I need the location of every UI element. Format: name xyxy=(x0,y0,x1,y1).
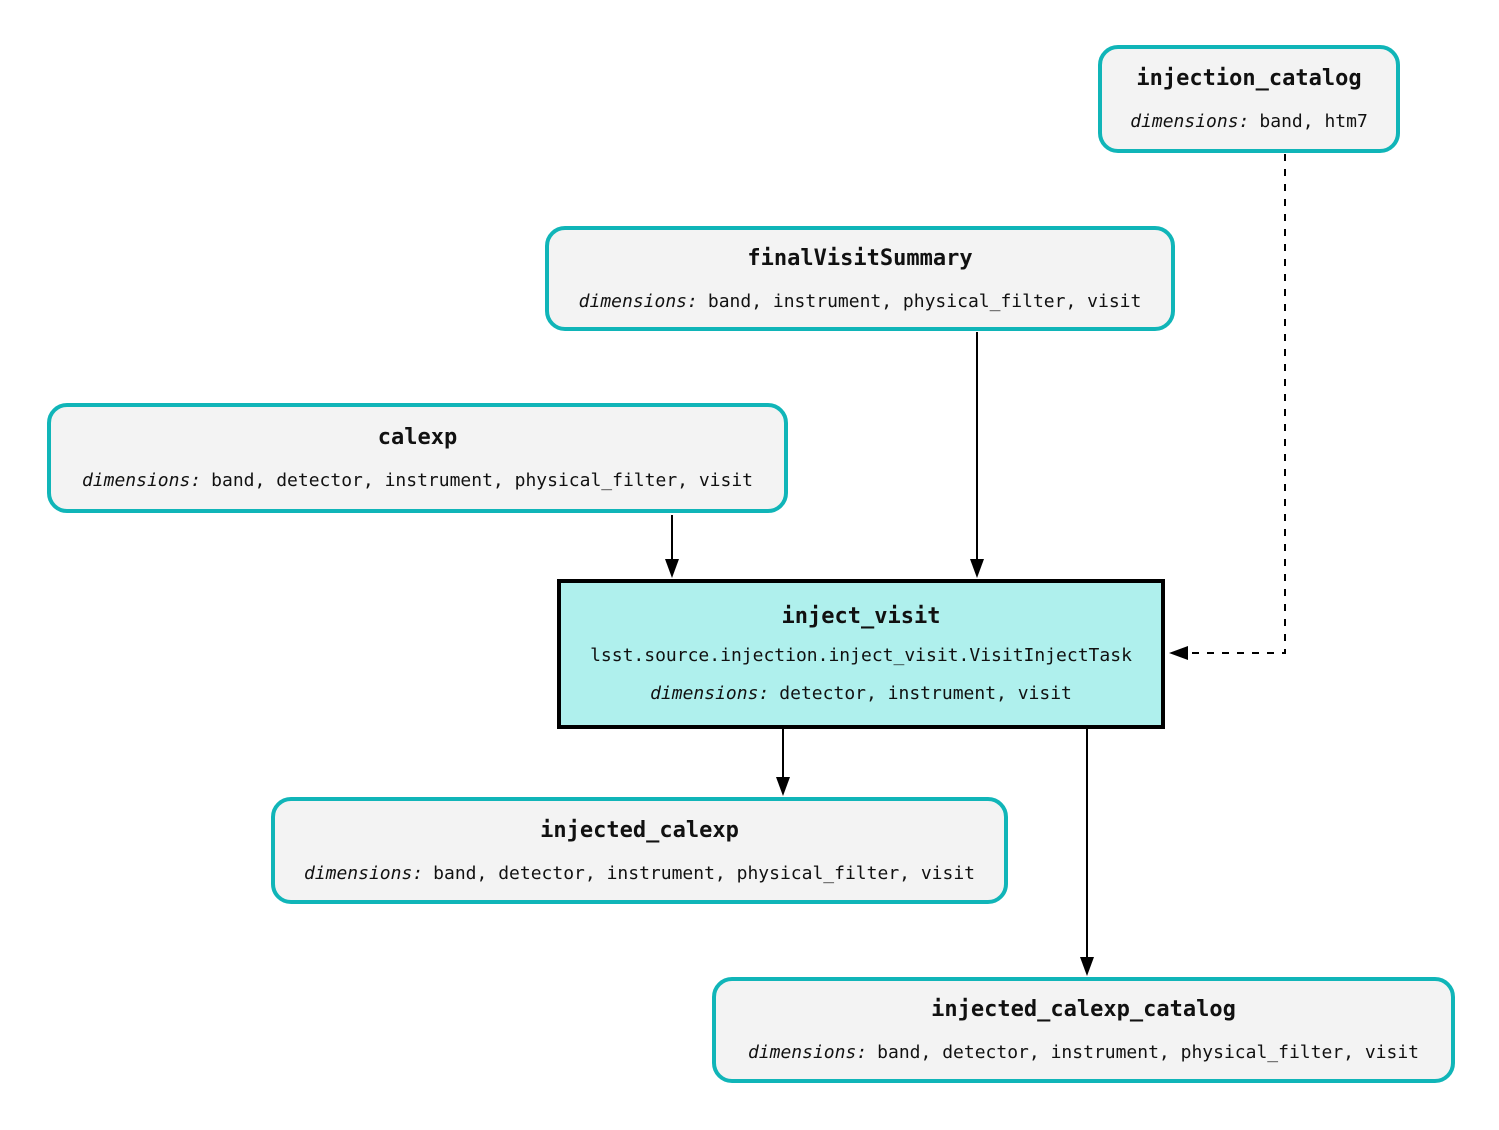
edge-inject-visit-to-injected-calexp-catalog xyxy=(1080,729,1094,976)
node-dimensions: dimensions: detector, instrument, visit xyxy=(650,682,1072,706)
node-title: calexp xyxy=(377,425,458,450)
node-dimensions: dimensions: band, instrument, physical_fi… xyxy=(579,290,1142,314)
node-injected-calexp: injected_calexp dimensions: band, detecto… xyxy=(271,797,1008,904)
node-injected-calexp-catalog: injected_calexp_catalog dimensions: band,… xyxy=(712,977,1455,1083)
node-dimensions: dimensions: band, detector, instrument, p… xyxy=(82,469,753,493)
node-title: finalVisitSummary xyxy=(747,245,973,271)
dimensions-value: band, detector, instrument, physical_fil… xyxy=(877,1042,1420,1063)
node-finalvisitsummary: finalVisitSummary dimensions: band, instr… xyxy=(545,226,1175,331)
arrowhead-down-icon xyxy=(665,559,679,578)
edge-inject-visit-to-injected-calexp xyxy=(776,729,790,796)
dimensions-value: band, instrument, physical_filter, visit xyxy=(707,290,1142,312)
edge-calexp-to-inject-visit xyxy=(665,515,679,578)
dimensions-value: band, htm7 xyxy=(1259,111,1368,132)
node-injection-catalog: injection_catalog dimensions: band, htm7 xyxy=(1098,45,1400,153)
dimensions-value: band, detector, instrument, physical_fil… xyxy=(433,862,976,884)
edge-injection-catalog-to-inject-visit xyxy=(1169,154,1286,660)
edge-finalvisitsummary-to-inject-visit xyxy=(970,332,984,578)
dimensions-label: dimensions: xyxy=(1130,111,1250,132)
dimensions-value: band, detector, instrument, physical_fil… xyxy=(211,470,754,491)
node-dimensions: dimensions: band, htm7 xyxy=(1130,110,1368,134)
node-title: inject_visit xyxy=(781,604,941,629)
node-title: injected_calexp_catalog xyxy=(931,997,1236,1022)
arrowhead-down-icon xyxy=(776,777,790,796)
node-calexp: calexp dimensions: band, detector, instru… xyxy=(47,403,788,513)
node-inject-visit-task: inject_visit lsst.source.injection.injec… xyxy=(557,579,1165,729)
node-dimensions: dimensions: band, detector, instrument, p… xyxy=(304,862,975,886)
arrowhead-down-icon xyxy=(970,559,984,578)
dimensions-label: dimensions: xyxy=(747,1042,868,1063)
arrowhead-down-icon xyxy=(1080,957,1094,976)
dimensions-value: detector, instrument, visit xyxy=(779,683,1072,704)
dimensions-label: dimensions: xyxy=(578,290,698,312)
node-title: injected_calexp xyxy=(540,817,739,843)
arrowhead-left-icon xyxy=(1169,646,1188,660)
dimensions-label: dimensions: xyxy=(303,862,424,884)
task-class: lsst.source.injection.inject_visit.Visit… xyxy=(590,645,1132,666)
node-title: injection_catalog xyxy=(1136,66,1362,91)
dimensions-label: dimensions: xyxy=(650,683,770,704)
node-dimensions: dimensions: band, detector, instrument, p… xyxy=(748,1041,1419,1065)
dimensions-label: dimensions: xyxy=(81,470,202,491)
